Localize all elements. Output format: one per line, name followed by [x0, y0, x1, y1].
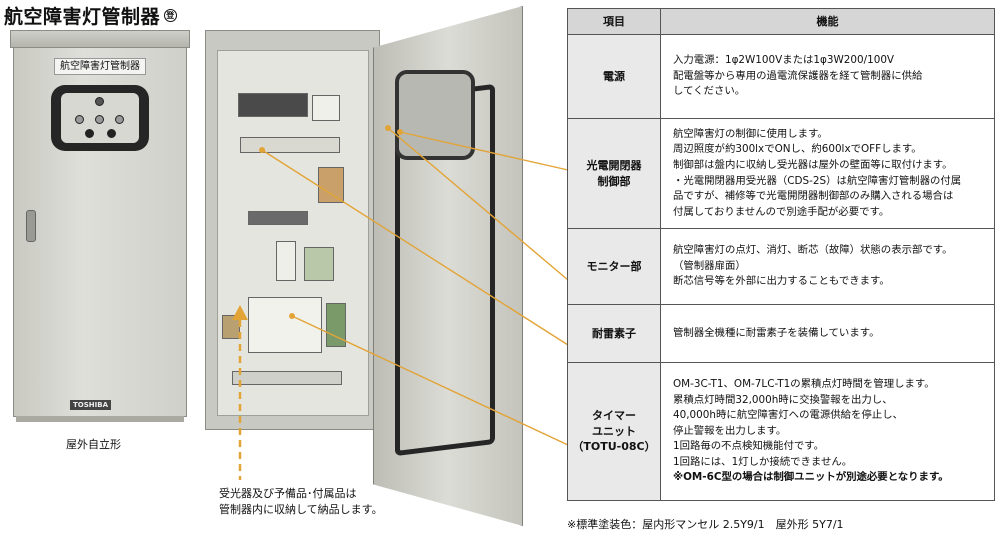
function-line: 40,000h時に航空障害灯への電源供給を停止し、 [673, 409, 903, 422]
function-line: ・光電開閉器用受光器（CDS-2S）は航空障害灯管制器の付属 [673, 174, 962, 187]
function-line: （管制器扉面） [673, 259, 746, 272]
table-row: 光電開閉器 制御部 航空障害灯の制御に使用します。 周辺照度が約300lxでON… [567, 118, 995, 229]
row-item-line: 制御部 [597, 174, 631, 188]
spec-table: 項目 機能 電源 入力電源：1φ2W100Vまたは1φ3W200/100V 配電… [567, 8, 995, 501]
row-function: OM-3C-T1、OM-7LC-T1の累積点灯時間を管理します。 累積点灯時間3… [660, 362, 995, 501]
row-item-line: 光電開閉器 [586, 158, 642, 172]
storage-caption-line: 受光器及び予備品･付属品は [219, 487, 357, 500]
row-function: 航空障害灯の点灯、消灯、断芯（故障）状態の表示部です。 （管制器扉面） 断芯信号… [660, 228, 995, 305]
storage-caption-line: 管制器内に収納して納品します。 [219, 503, 383, 516]
indicator-lamp-icon [115, 115, 124, 124]
cabinet-interior [217, 50, 369, 416]
row-item-line: モニター部 [586, 259, 642, 273]
function-line: 管制器全機種に耐雷素子を装備しています。 [673, 326, 880, 339]
function-line: 航空障害灯の点灯、消灯、断芯（故障）状態の表示部です。 [673, 244, 953, 257]
open-cabinet-photo [205, 6, 525, 526]
terminal-block [238, 93, 308, 117]
function-line: 1回路には、1灯しか接続できません。 [673, 455, 853, 468]
terminal-strip [304, 247, 334, 281]
door-handle-icon [26, 210, 36, 242]
function-line: 入力電源：1φ2W100Vまたは1φ3W200/100V [673, 54, 895, 67]
monitor-window [51, 85, 149, 151]
row-item: 電源 [567, 34, 661, 119]
cabinet-roof [10, 30, 190, 48]
spec-table-header: 項目 機能 [567, 8, 995, 35]
function-line: 付属しておりませんので別途手配が必要です。 [673, 205, 890, 218]
indicator-lamp-icon [95, 115, 104, 124]
page-title-text: 航空障害灯管制器 [4, 6, 161, 28]
function-line: 累積点灯時間32,000h時に交換警報を出力し、 [673, 393, 893, 406]
function-line: 停止警報を出力します。 [673, 424, 787, 437]
storage-caption: 受光器及び予備品･付属品は 管制器内に収納して納品します。 [219, 486, 383, 518]
row-item-line: 耐雷素子 [592, 326, 636, 340]
closed-cabinet-photo: 航空障害灯管制器 TOSHIBA [10, 30, 190, 422]
table-row: タイマー ユニット （TOTU-08C） OM-3C-T1、OM-7LC-T1の… [567, 362, 995, 501]
row-item: 耐雷素子 [567, 304, 661, 363]
function-line: 品ですが、補修等で光電開閉器制御部のみ購入される場合は [673, 190, 954, 203]
door-monitor-window [395, 70, 475, 160]
certification-mark-icon: 登 [164, 9, 178, 22]
row-item-line: ユニット [592, 424, 636, 438]
bottom-terminal-row [232, 371, 342, 385]
relay-row [248, 211, 308, 225]
column-header-item: 項目 [567, 8, 661, 35]
row-item: 光電開閉器 制御部 [567, 118, 661, 229]
function-line: 1回路毎の不点検知機能付です。 [673, 440, 825, 453]
accessory-box [222, 315, 240, 339]
brand-logo: TOSHIBA [70, 400, 111, 410]
monitor-panel [61, 93, 139, 143]
cabinet-nameplate: 航空障害灯管制器 [54, 58, 146, 75]
function-line: してください。 [673, 85, 746, 98]
power-module [312, 95, 340, 121]
row-item-line: タイマー [592, 409, 636, 423]
function-line: 配電盤等から専用の過電流保護器を経て管制器に供給 [673, 69, 923, 82]
outdoor-type-caption: 屋外自立形 [66, 438, 121, 451]
lightning-arrester [276, 241, 296, 281]
page-title: 航空障害灯管制器登 [4, 2, 178, 29]
function-line: OM-3C-T1、OM-7LC-T1の累積点灯時間を管理します。 [673, 377, 935, 390]
row-item-line: （TOTU-08C） [572, 440, 656, 454]
row-function: 入力電源：1φ2W100Vまたは1φ3W200/100V 配電盤等から専用の過電… [660, 34, 995, 119]
function-line: 周辺照度が約300lxでONし、約600lxでOFFします。 [673, 143, 922, 156]
timer-unit [248, 297, 322, 353]
function-line: 航空障害灯の制御に使用します。 [673, 127, 828, 140]
function-warning-line: ※OM-6C型の場合は制御ユニットが別途必要となります。 [673, 471, 949, 484]
indicator-lamp-icon [95, 97, 104, 106]
cabinet-base [16, 416, 184, 422]
table-row: モニター部 航空障害灯の点灯、消灯、断芯（故障）状態の表示部です。 （管制器扉面… [567, 228, 995, 305]
photoelectric-controller [318, 167, 344, 203]
function-line: 断芯信号等を外部に出力することもできます。 [673, 275, 890, 288]
row-item: タイマー ユニット （TOTU-08C） [567, 362, 661, 501]
switch-knob-icon [107, 129, 116, 138]
paint-color-note: ※標準塗装色：屋内形マンセル 2.5Y9/1 屋外形 5Y7/1 [567, 518, 844, 531]
row-item: モニター部 [567, 228, 661, 305]
row-function: 管制器全機種に耐雷素子を装備しています。 [660, 304, 995, 363]
row-function: 航空障害灯の制御に使用します。 周辺照度が約300lxでONし、約600lxでO… [660, 118, 995, 229]
function-line: 制御部は盤内に収納し受光器は屋外の壁面等に取付けます。 [673, 158, 953, 171]
breaker-row [240, 137, 340, 153]
table-row: 耐雷素子 管制器全機種に耐雷素子を装備しています。 [567, 304, 995, 363]
column-header-function: 機能 [660, 8, 995, 35]
table-row: 電源 入力電源：1φ2W100Vまたは1φ3W200/100V 配電盤等から専用… [567, 34, 995, 119]
indicator-lamp-icon [75, 115, 84, 124]
switch-knob-icon [85, 129, 94, 138]
control-board [326, 303, 346, 347]
row-item-line: 電源 [603, 69, 625, 83]
